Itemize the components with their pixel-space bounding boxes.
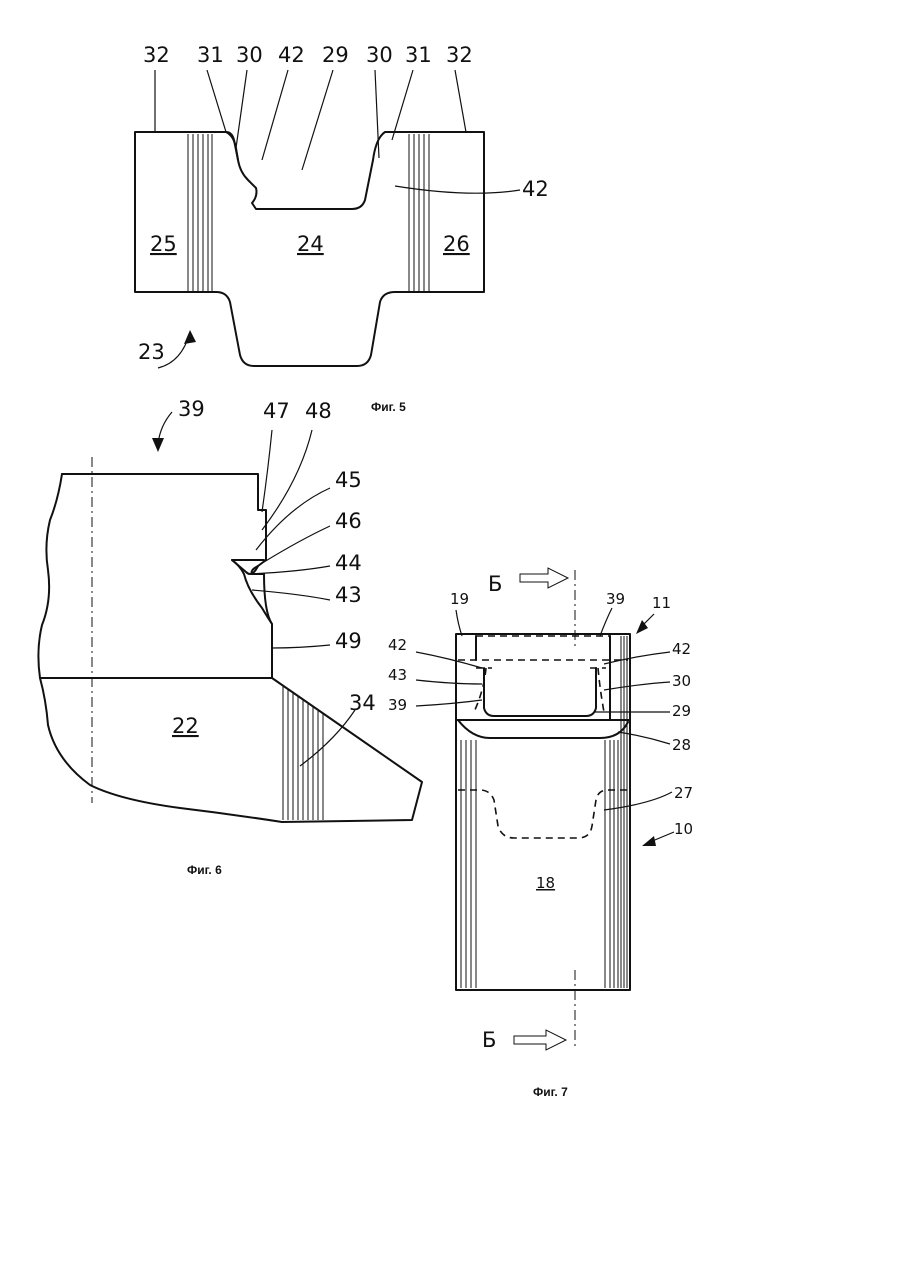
fig7-label-30: 30 [672, 672, 691, 690]
fig7-label-39-left: 39 [388, 696, 407, 714]
fig7-ref-10-arrowhead [642, 836, 656, 846]
fig6-part-22: 22 [172, 714, 199, 738]
fig5-label-42-right: 42 [522, 177, 549, 201]
fig5-label-31a: 31 [197, 43, 224, 67]
fig7-body [456, 634, 630, 990]
fig5-part-25: 25 [150, 232, 177, 256]
fig7-section-arrow-top [520, 568, 568, 588]
fig5-hatch-left [188, 134, 212, 292]
fig6-label-49: 49 [335, 629, 362, 653]
fig5-caption: Фиг. 5 [371, 400, 406, 414]
fig5-label-29: 29 [322, 43, 349, 67]
fig7-label-11: 11 [652, 594, 671, 612]
fig5-part-26: 26 [443, 232, 470, 256]
figure-5: 32 31 30 42 29 30 31 32 42 25 24 26 23 Ф… [135, 43, 549, 414]
figure-7: Б Б [388, 568, 693, 1099]
fig7-label-27: 27 [674, 784, 693, 802]
fig5-ref-23: 23 [138, 340, 165, 364]
fig6-label-43: 43 [335, 583, 362, 607]
fig7-cutout [458, 790, 628, 838]
fig5-label-32a: 32 [143, 43, 170, 67]
fig5-label-42: 42 [278, 43, 305, 67]
fig6-caption: Фиг. 6 [187, 863, 222, 877]
fig5-label-31b: 31 [405, 43, 432, 67]
fig6-label-44: 44 [335, 551, 362, 575]
fig7-insert [484, 668, 596, 716]
fig6-label-45: 45 [335, 468, 362, 492]
fig5-label-30b: 30 [366, 43, 393, 67]
fig5-hatch-right [409, 134, 429, 292]
fig7-label-39-top: 39 [606, 590, 625, 608]
figure-6: 39 [38, 397, 422, 877]
fig7-label-19: 19 [450, 590, 469, 608]
fig5-label-32b: 32 [446, 43, 473, 67]
fig7-rim [458, 720, 628, 738]
fig6-label-48: 48 [305, 399, 332, 423]
fig7-part-18: 18 [536, 874, 555, 892]
fig7-label-29: 29 [672, 702, 691, 720]
fig7-section-top: Б [488, 572, 502, 596]
fig6-ref-arrowhead [152, 438, 164, 452]
fig5-label-30a: 30 [236, 43, 263, 67]
fig5-ref-arrowhead [184, 330, 196, 344]
fig7-section-bottom: Б [482, 1028, 496, 1052]
fig7-label-28: 28 [672, 736, 691, 754]
fig7-cap-dashed [458, 636, 628, 660]
fig6-label-34: 34 [349, 691, 376, 715]
fig6-label-46: 46 [335, 509, 362, 533]
fig7-shading-left [461, 740, 476, 988]
fig5-part-24: 24 [297, 232, 324, 256]
fig7-leaders [416, 608, 672, 810]
fig7-cap-inner [476, 636, 610, 720]
fig7-label-42-left: 42 [388, 636, 407, 654]
fig7-label-42-right: 42 [672, 640, 691, 658]
fig6-upper-block [40, 474, 272, 678]
fig7-caption: Фиг. 7 [533, 1085, 568, 1099]
fig6-ref-39: 39 [178, 397, 205, 421]
fig6-hook [232, 560, 258, 574]
fig7-section-arrow-bottom [514, 1030, 566, 1050]
fig7-tabs [474, 668, 606, 712]
fig7-label-10: 10 [674, 820, 693, 838]
fig6-break-line [38, 474, 282, 822]
fig7-label-43: 43 [388, 666, 407, 684]
fig6-label-47: 47 [263, 399, 290, 423]
